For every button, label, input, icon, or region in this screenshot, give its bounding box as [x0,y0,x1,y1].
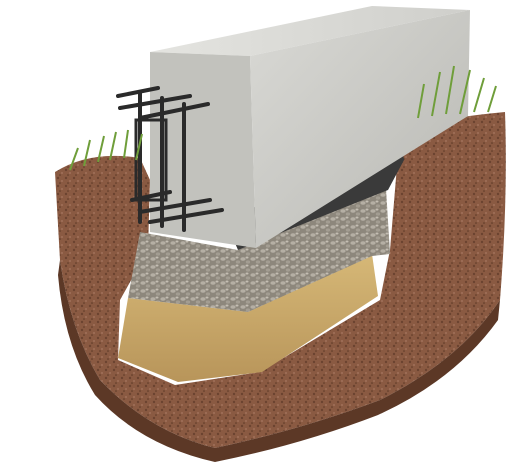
gravel-layer [128,188,390,312]
sand-layer [118,254,378,382]
grass-left [69,129,143,171]
soil-block [55,112,506,462]
grass-right [417,65,497,119]
concrete-wall [150,6,470,248]
